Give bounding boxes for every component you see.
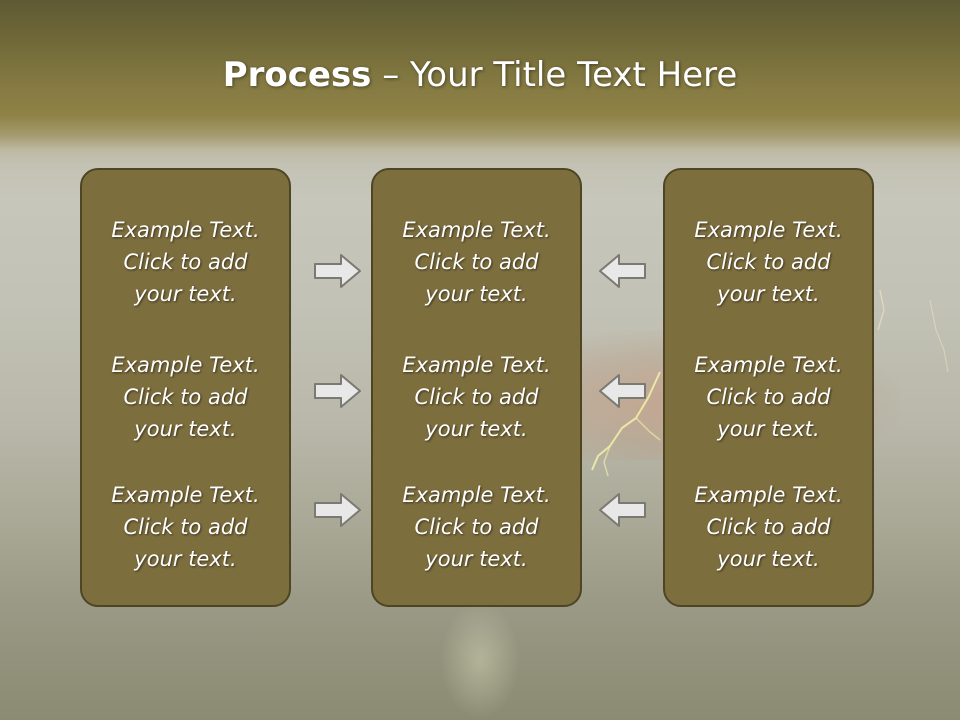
water-reflection [440, 600, 520, 720]
text-block[interactable]: Example Text. Click to add your text. [665, 479, 872, 575]
text-block[interactable]: Example Text. Click to add your text. [373, 214, 580, 310]
arrow-right-icon [314, 374, 361, 408]
text-line: Example Text. [111, 218, 260, 242]
text-line: your text. [425, 417, 528, 441]
text-line: Example Text. [694, 218, 843, 242]
arrow-left-icon [599, 254, 646, 288]
title-bold: Process [222, 55, 372, 95]
text-line: Example Text. [402, 353, 551, 377]
text-line: Click to add [123, 250, 248, 274]
process-panel-right[interactable]: Example Text. Click to add your text. Ex… [663, 168, 874, 607]
text-line: Click to add [123, 515, 248, 539]
arrow-right-icon [314, 254, 361, 288]
arrow-left-icon [599, 493, 646, 527]
text-line: your text. [425, 282, 528, 306]
text-line: Click to add [706, 385, 831, 409]
text-line: your text. [425, 547, 528, 571]
text-block[interactable]: Example Text. Click to add your text. [82, 479, 289, 575]
text-line: your text. [717, 282, 820, 306]
text-line: your text. [717, 547, 820, 571]
text-line: Example Text. [402, 218, 551, 242]
text-block[interactable]: Example Text. Click to add your text. [665, 214, 872, 310]
text-line: Click to add [706, 250, 831, 274]
text-line: Example Text. [111, 353, 260, 377]
text-line: Example Text. [694, 483, 843, 507]
text-block[interactable]: Example Text. Click to add your text. [82, 214, 289, 310]
text-line: your text. [134, 282, 237, 306]
text-block[interactable]: Example Text. Click to add your text. [82, 349, 289, 445]
process-panel-center[interactable]: Example Text. Click to add your text. Ex… [371, 168, 582, 607]
text-line: your text. [134, 417, 237, 441]
text-line: your text. [717, 417, 820, 441]
text-block[interactable]: Example Text. Click to add your text. [373, 349, 580, 445]
text-line: Example Text. [111, 483, 260, 507]
slide-title[interactable]: Process – Your Title Text Here [0, 55, 960, 95]
arrow-right-icon [314, 493, 361, 527]
text-line: Click to add [706, 515, 831, 539]
text-line: Example Text. [402, 483, 551, 507]
text-line: Click to add [414, 250, 539, 274]
text-line: your text. [134, 547, 237, 571]
text-block[interactable]: Example Text. Click to add your text. [373, 479, 580, 575]
title-rest: – Your Title Text Here [371, 55, 738, 95]
text-line: Click to add [414, 515, 539, 539]
arrow-left-icon [599, 374, 646, 408]
text-line: Click to add [123, 385, 248, 409]
text-block[interactable]: Example Text. Click to add your text. [665, 349, 872, 445]
text-line: Click to add [414, 385, 539, 409]
text-line: Example Text. [694, 353, 843, 377]
process-panel-left[interactable]: Example Text. Click to add your text. Ex… [80, 168, 291, 607]
